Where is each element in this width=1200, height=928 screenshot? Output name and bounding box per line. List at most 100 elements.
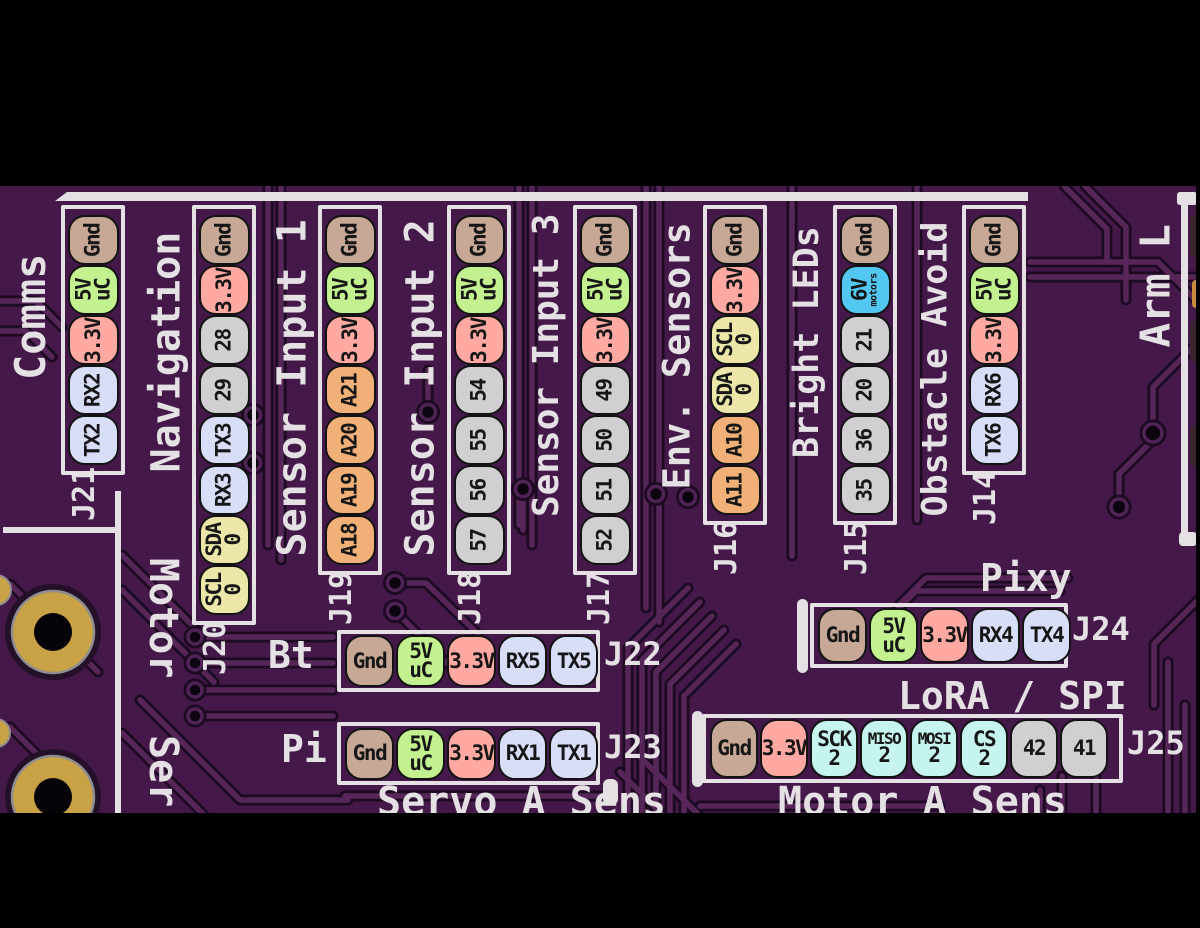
ref-j25: J25	[1127, 724, 1185, 762]
pin-j25-41: 41	[1060, 719, 1108, 778]
connector-j24-pin1-tick	[797, 599, 808, 673]
pin-j16-gnd: Gnd	[709, 215, 761, 265]
pin-j15-21: 21	[839, 315, 891, 365]
pin-j22-gnd: Gnd	[345, 635, 394, 687]
label-motor-section: Motor	[140, 558, 186, 679]
letterbox-right	[1196, 186, 1200, 813]
pin-j20-rx3: RX3	[198, 465, 250, 515]
pin-j24-rx4: RX4	[971, 608, 1020, 663]
pin-j19-a21: A21	[324, 365, 376, 415]
pin-j18-56: 56	[453, 465, 505, 515]
pin-j14-gnd: Gnd	[968, 215, 1020, 265]
pin-j22-tx5: TX5	[549, 635, 598, 687]
label-env-sensors: Env. Sensors	[655, 222, 698, 490]
silkscreen-mark	[603, 779, 618, 805]
label-ser-section: Ser	[140, 735, 186, 808]
label-pixy: Pixy	[980, 556, 1072, 600]
pin-j18-gnd: Gnd	[453, 215, 505, 265]
label-sensor-input-2: Sensor Input 2	[397, 219, 444, 557]
label-obstacle-avoid: Obstacle Avoid	[915, 221, 955, 517]
pin-j21-rx2: RX2	[67, 365, 119, 415]
ref-j20: J20	[198, 620, 233, 675]
pin-j25-42: 42	[1010, 719, 1058, 778]
label-comms: Comms	[6, 253, 55, 380]
board-edge-silk-top	[55, 192, 1028, 201]
label-arm-l: Arm L	[1131, 224, 1179, 348]
pin-j17-52: 52	[579, 515, 631, 565]
pin-j25-gnd: Gnd	[710, 719, 758, 778]
pin-j14-33v: 3.3V	[968, 315, 1020, 365]
pin-j23-33v: 3.3V	[447, 727, 496, 780]
letterbox-bottom	[0, 813, 1200, 928]
pin-j14-tx6: TX6	[968, 415, 1020, 465]
pin-j18-54: 54	[453, 365, 505, 415]
pin-j23-tx1: TX1	[549, 727, 598, 780]
label-lora-spi: LoRA / SPI	[898, 674, 1127, 718]
pin-j17-50: 50	[579, 415, 631, 465]
label-sensor-input-3: Sensor Input 3	[526, 213, 567, 517]
ref-j16: J16	[709, 520, 744, 575]
pin-j23-gnd: Gnd	[345, 727, 394, 780]
pin-j17-33v: 3.3V	[579, 315, 631, 365]
pin-j23-rx1: RX1	[498, 727, 547, 780]
pin-j15-20: 20	[839, 365, 891, 415]
pin-j22-33v: 3.3V	[447, 635, 496, 687]
pin-j14-rx6: RX6	[968, 365, 1020, 415]
pin-j15-36: 36	[839, 415, 891, 465]
pin-j17-gnd: Gnd	[579, 215, 631, 265]
pin-j24-33v: 3.3V	[920, 608, 969, 663]
pin-j16-a10: A10	[709, 415, 761, 465]
pin-j15-35: 35	[839, 465, 891, 515]
pin-j16-33v: 3.3V	[709, 265, 761, 315]
ref-j19: J19	[324, 570, 359, 625]
pin-j15-gnd: Gnd	[839, 215, 891, 265]
label-pi: Pi	[281, 727, 327, 771]
pin-j20-gnd: Gnd	[198, 215, 250, 265]
section-divider-horizontal	[3, 527, 116, 533]
pin-j16-a11: A11	[709, 465, 761, 515]
pin-j18-55: 55	[453, 415, 505, 465]
ref-j14: J14	[968, 470, 1003, 525]
label-navigation: Navigation	[143, 231, 190, 473]
arm-l-silk-cap-bottom	[1179, 532, 1197, 546]
pin-j22-rx5: RX5	[498, 635, 547, 687]
connector-j25-pin1-tick	[692, 711, 703, 787]
pin-j21-gnd: Gnd	[67, 215, 119, 265]
pin-j24-gnd: Gnd	[818, 608, 867, 663]
pin-j19-a19: A19	[324, 465, 376, 515]
pin-j18-33v: 3.3V	[453, 315, 505, 365]
pin-j20-33v: 3.3V	[198, 265, 250, 315]
pin-j19-gnd: Gnd	[324, 215, 376, 265]
ref-j17: J17	[582, 570, 617, 625]
pin-j20-tx3: TX3	[198, 415, 250, 465]
label-bright-leds: Bright LEDs	[786, 226, 827, 458]
pin-j21-33v: 3.3V	[67, 315, 119, 365]
pin-j18-57: 57	[453, 515, 505, 565]
